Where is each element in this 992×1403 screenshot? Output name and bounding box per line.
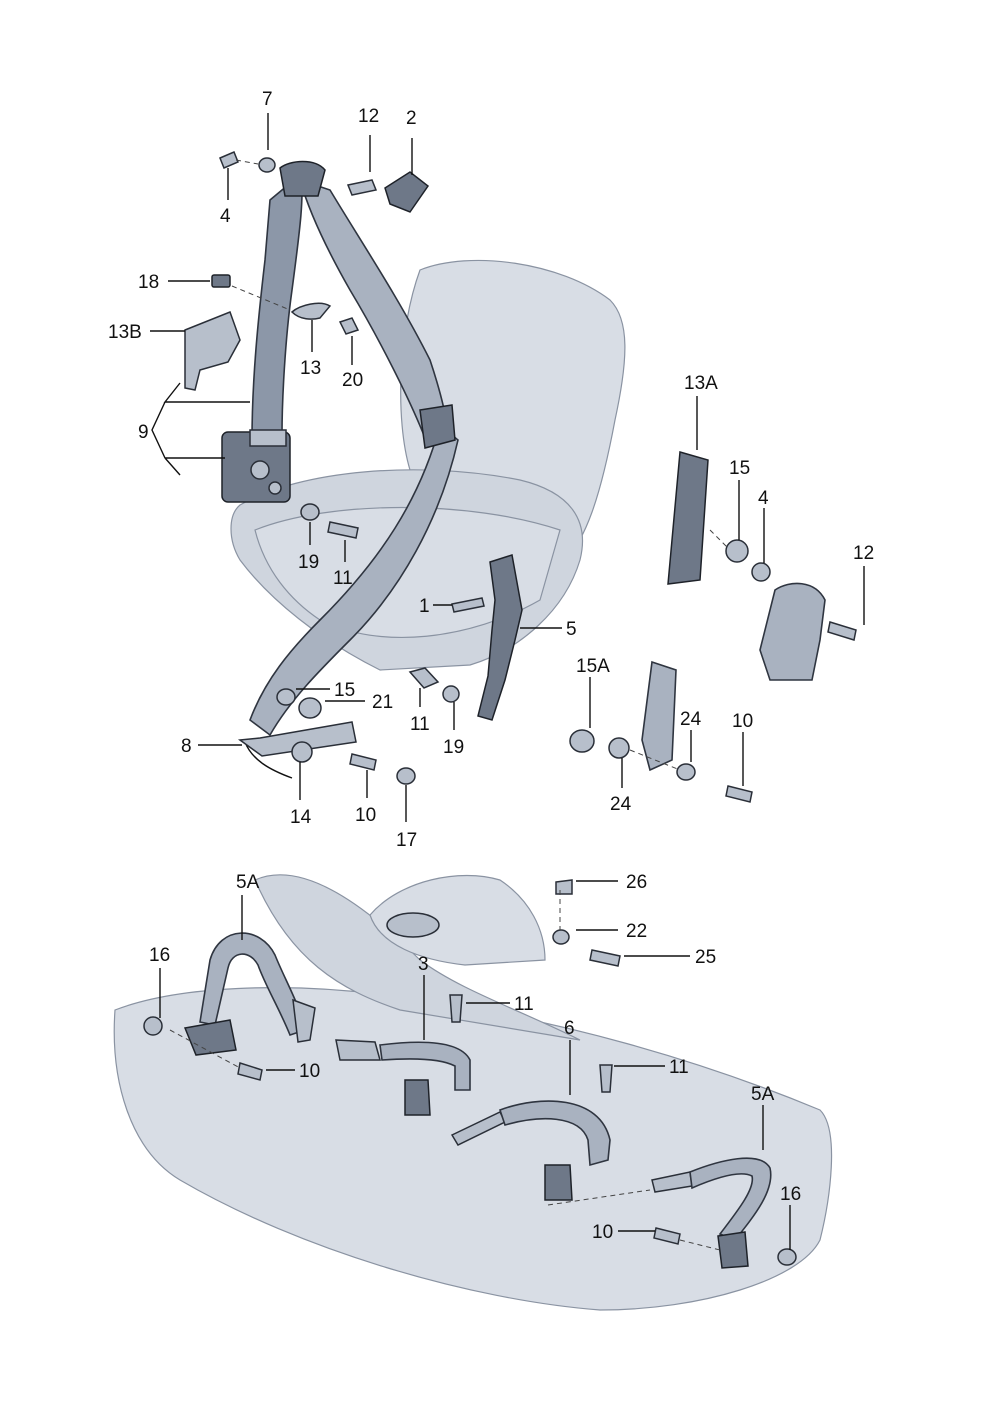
rear-bench [113, 874, 833, 1311]
buckle-assembly [408, 554, 523, 721]
label-1: 1 [419, 596, 430, 617]
label-19: 19 [298, 552, 319, 573]
label-20: 20 [342, 370, 363, 391]
label-10: 10 [299, 1061, 320, 1082]
label-24: 24 [610, 794, 632, 815]
leader-lines [150, 113, 865, 1250]
label-7: 7 [262, 89, 273, 110]
label-15: 15 [729, 458, 750, 479]
height-adjuster-assembly [667, 451, 857, 681]
rear-belts [143, 879, 797, 1269]
label-11: 11 [333, 568, 353, 589]
label-15: 15 [334, 680, 355, 701]
label-11: 11 [669, 1057, 689, 1078]
label-16: 16 [149, 945, 170, 966]
upper-seat-belt [221, 160, 459, 737]
label-4: 4 [758, 488, 769, 509]
label-2: 2 [406, 108, 417, 129]
label-5A: 5A [236, 872, 260, 893]
label-5A: 5A [751, 1084, 775, 1105]
label-3: 3 [418, 954, 429, 975]
label-13A: 13A [684, 373, 718, 394]
label-8: 8 [181, 736, 192, 757]
label-13: 13 [300, 358, 321, 379]
label-11: 11 [514, 994, 534, 1015]
label-4: 4 [220, 206, 231, 227]
label-24: 24 [680, 709, 702, 730]
label-12: 12 [358, 106, 379, 127]
label-25: 25 [695, 947, 716, 968]
anchor-bar-parts [237, 688, 416, 785]
label-11: 11 [410, 714, 430, 735]
lower-anchor-group [569, 660, 753, 803]
label-9: 9 [138, 422, 149, 443]
label-26: 26 [626, 872, 647, 893]
label-12: 12 [853, 543, 874, 564]
label-15A: 15A [576, 656, 610, 677]
label-18: 18 [138, 272, 159, 293]
label-19: 19 [443, 737, 464, 758]
label-5: 5 [566, 619, 577, 640]
label-6: 6 [564, 1018, 575, 1039]
label-13B: 13B [108, 322, 142, 343]
label-10: 10 [592, 1222, 613, 1243]
small-parts-top [184, 151, 430, 539]
label-10: 10 [732, 711, 753, 732]
label-10: 10 [355, 805, 376, 826]
dashed-lines [169, 159, 729, 1251]
label-21: 21 [372, 692, 393, 713]
label-17: 17 [396, 830, 417, 851]
label-16: 16 [780, 1184, 801, 1205]
label-22: 22 [626, 921, 647, 942]
label-14: 14 [290, 807, 312, 828]
part-labels: 7 12 2 4 18 13B 13 20 9 13A 15 4 12 19 1… [108, 89, 874, 1243]
